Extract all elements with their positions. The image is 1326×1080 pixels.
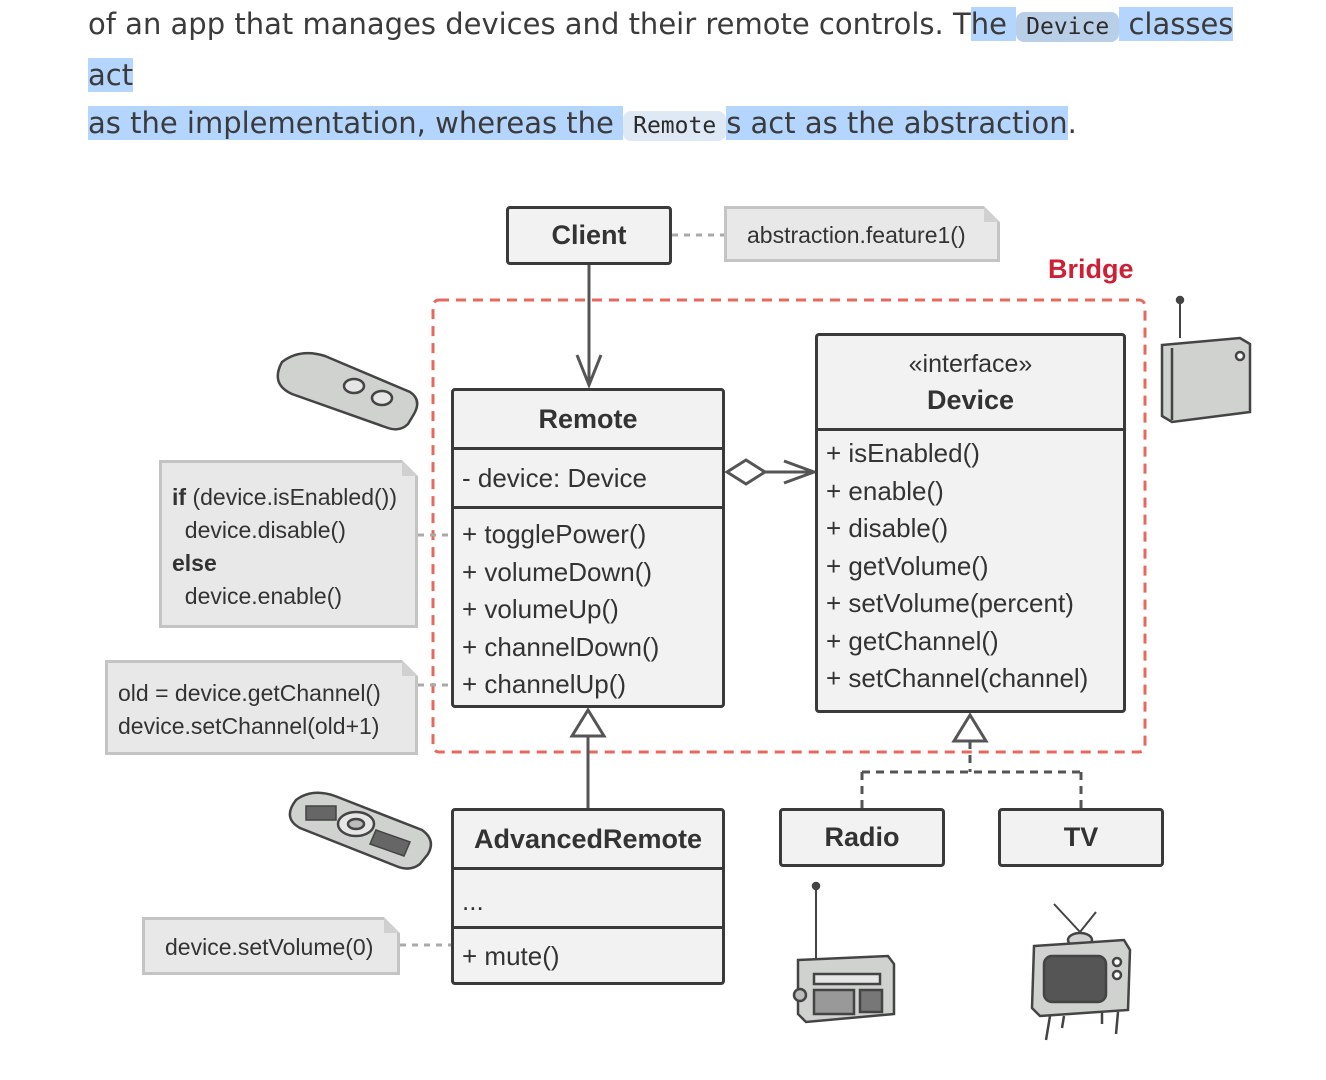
toggle-power-note: if (device.isEnabled()) device.disable()…: [159, 460, 418, 628]
device-method: + getChannel(): [826, 625, 999, 656]
advanced-remote-fields-section: ...: [454, 870, 722, 929]
intro-line-2: as the implementation, whereas the Remot…: [88, 99, 1248, 150]
remote-methods-section: + togglePower() + volumeDown() + volumeU…: [454, 509, 722, 704]
note-text: abstraction.feature1(): [747, 222, 966, 248]
client-box: Client: [506, 206, 672, 265]
device-method: + disable(): [826, 513, 949, 543]
device-method: + isEnabled(): [826, 438, 980, 468]
note-text: (device.isEnabled()): [186, 484, 397, 510]
intro-paragraph: of an app that manages devices and their…: [88, 0, 1248, 150]
advanced-remote-field: ...: [462, 886, 484, 916]
note-line: device.enable(): [172, 583, 343, 609]
remote-method: + channelDown(): [462, 631, 660, 662]
tv-icon: [1030, 903, 1132, 1041]
device-name-section: «interface» Device: [818, 336, 1123, 431]
selected-text: he: [970, 7, 1017, 41]
device-title: Device: [926, 385, 1015, 415]
code-remote: Remote: [623, 111, 727, 141]
note-line: old = device.getChannel(): [118, 680, 381, 706]
advanced-remote-name-section: AdvancedRemote: [454, 811, 722, 870]
bridge-boundary: [431, 298, 1147, 754]
remote-method: + volumeUp(): [462, 594, 619, 624]
remote-name-section: Remote: [454, 391, 722, 450]
simple-remote-icon: [276, 351, 419, 431]
device-method: + getVolume(): [826, 550, 989, 581]
device-stereotype: «interface»: [908, 350, 1033, 378]
device-methods-section: + isEnabled() + enable() + disable() + g…: [818, 431, 1123, 698]
arrow-head: [575, 354, 603, 390]
client-note: abstraction.feature1(): [724, 206, 1000, 262]
advanced-remote-class: AdvancedRemote ... + mute(): [451, 808, 725, 985]
device-method: + setVolume(percent): [826, 588, 1074, 618]
tv-title: TV: [1063, 822, 1099, 852]
advanced-remote-methods-section: + mute(): [454, 929, 722, 983]
note-keyword: else: [172, 550, 217, 576]
device-interface: «interface» Device + isEnabled() + enabl…: [815, 333, 1126, 713]
arrow-head: [783, 459, 819, 485]
aggregation-diamond: [724, 458, 768, 486]
device-box-icon: [1160, 295, 1252, 424]
radio-title: Radio: [824, 822, 900, 852]
device-method: + enable(): [826, 475, 944, 506]
remote-method: + togglePower(): [462, 519, 647, 549]
tv-class: TV: [998, 808, 1164, 867]
intro-text: of an app that manages devices and their…: [88, 7, 971, 41]
advanced-remote-icon: [288, 791, 433, 870]
note-keyword: if: [172, 484, 187, 510]
remote-method: + volumeDown(): [462, 556, 653, 587]
remote-field: - device: Device: [462, 463, 647, 493]
intro-text: .: [1067, 106, 1077, 140]
remote-title: Remote: [538, 404, 638, 434]
bridge-label: Bridge: [1048, 254, 1134, 284]
channel-up-note: old = device.getChannel() device.setChan…: [105, 660, 418, 755]
note-line: if (device.isEnabled()): [172, 481, 415, 514]
implementation-triangle: [951, 712, 989, 743]
note-line: device.disable(): [172, 517, 346, 543]
radio-icon: [792, 881, 896, 1024]
note-line: device.setChannel(old+1): [118, 713, 380, 739]
inheritance-triangle: [569, 707, 607, 738]
mute-note: device.setVolume(0): [142, 917, 400, 975]
remote-class: Remote - device: Device + togglePower() …: [451, 388, 725, 708]
advanced-remote-method: + mute(): [462, 941, 560, 971]
note-text: device.setVolume(0): [165, 934, 374, 960]
intro-line-1: of an app that manages devices and their…: [88, 0, 1248, 99]
selected-text: as the implementation, whereas the: [88, 106, 624, 140]
radio-class: Radio: [779, 808, 945, 867]
remote-method: + channelUp(): [462, 669, 627, 699]
advanced-remote-title: AdvancedRemote: [473, 824, 703, 854]
remote-fields-section: - device: Device: [454, 450, 722, 509]
device-method: + setChannel(channel): [826, 663, 1089, 693]
selected-text: s act as the abstraction: [726, 106, 1068, 140]
code-device: Device: [1016, 12, 1120, 42]
client-title: Client: [551, 220, 627, 250]
